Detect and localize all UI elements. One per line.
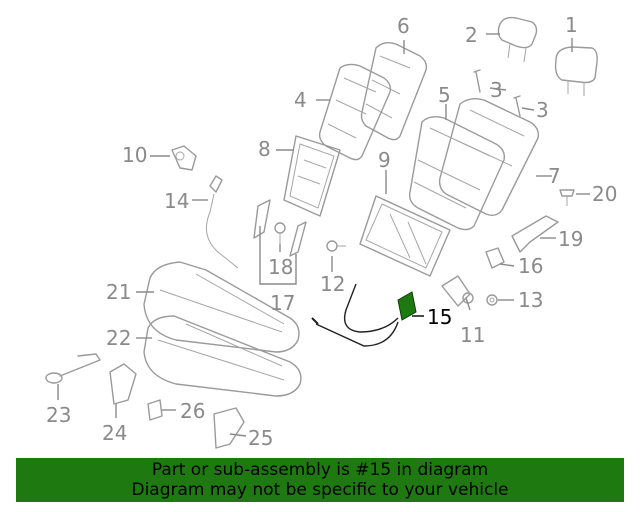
bracket-part-24 xyxy=(109,363,137,405)
callout-11: 11 xyxy=(460,323,485,347)
callout-14: 14 xyxy=(164,189,189,213)
callout-3a: 3 xyxy=(490,78,503,102)
callout-10: 10 xyxy=(122,143,147,167)
bracket-part-19 xyxy=(511,215,559,253)
bolt-part-18 xyxy=(274,222,286,244)
frame-part-8 xyxy=(283,135,341,217)
callout-22: 22 xyxy=(106,326,131,350)
callout-8: 8 xyxy=(258,137,271,161)
clip-part-26 xyxy=(147,399,163,421)
callout-25: 25 xyxy=(248,426,273,450)
seatback-part-5 xyxy=(408,115,506,231)
callout-23: 23 xyxy=(46,403,71,427)
callout-1: 1 xyxy=(565,13,578,37)
callout-5: 5 xyxy=(438,83,451,107)
callout-21: 21 xyxy=(106,280,131,304)
latch-part-23 xyxy=(45,353,101,384)
callout-12: 12 xyxy=(320,272,345,296)
seatback-part-6 xyxy=(360,41,428,141)
bracket-part-25 xyxy=(213,407,245,449)
bolt-part-20 xyxy=(559,189,575,206)
washer-part-13 xyxy=(486,294,498,306)
harness-part-15 xyxy=(311,283,417,347)
callout-3b: 3 xyxy=(536,98,549,122)
bracket-part-11 xyxy=(441,275,474,307)
callout-2: 2 xyxy=(465,23,478,47)
callout-17: 17 xyxy=(270,291,295,315)
callout-6: 6 xyxy=(397,14,410,38)
frame-part-9 xyxy=(359,195,451,277)
callout-19: 19 xyxy=(558,227,583,251)
cushion-part-22 xyxy=(143,315,302,397)
cushion-part-21 xyxy=(143,261,300,353)
callout-26: 26 xyxy=(180,399,205,423)
parts-diagram: 1 2 3 3 4 5 6 7 8 9 10 11 12 13 14 15 16… xyxy=(45,13,617,450)
hinge-part-10 xyxy=(171,145,197,171)
info-banner: Part or sub-assembly is #15 in diagram D… xyxy=(16,458,624,502)
callout-16: 16 xyxy=(518,254,543,278)
leader-lines xyxy=(57,33,590,437)
banner-line-2: Diagram may not be specific to your vehi… xyxy=(131,480,509,500)
seatback-part-4 xyxy=(318,63,392,161)
callout-4: 4 xyxy=(294,88,307,112)
guide-part-3a xyxy=(473,69,481,93)
callout-15: 15 xyxy=(427,305,452,329)
callout-labels: 1 2 3 3 4 5 6 7 8 9 10 11 12 13 14 15 16… xyxy=(46,13,617,450)
bolt-part-12 xyxy=(326,240,346,252)
callout-9: 9 xyxy=(378,148,391,172)
headrest-part-2 xyxy=(497,16,538,63)
callout-20: 20 xyxy=(592,182,617,206)
seatback-part-7 xyxy=(438,97,540,217)
headrest-part-1 xyxy=(554,46,598,96)
callout-18: 18 xyxy=(268,255,293,279)
banner-line-1: Part or sub-assembly is #15 in diagram xyxy=(151,460,489,480)
callout-13: 13 xyxy=(518,288,543,312)
callout-24: 24 xyxy=(102,421,127,445)
cable-part-14 xyxy=(205,175,239,269)
callout-7: 7 xyxy=(548,164,561,188)
clip-part-16 xyxy=(485,247,505,269)
guide-part-3b xyxy=(513,95,521,117)
clip-part-17 xyxy=(253,199,307,257)
